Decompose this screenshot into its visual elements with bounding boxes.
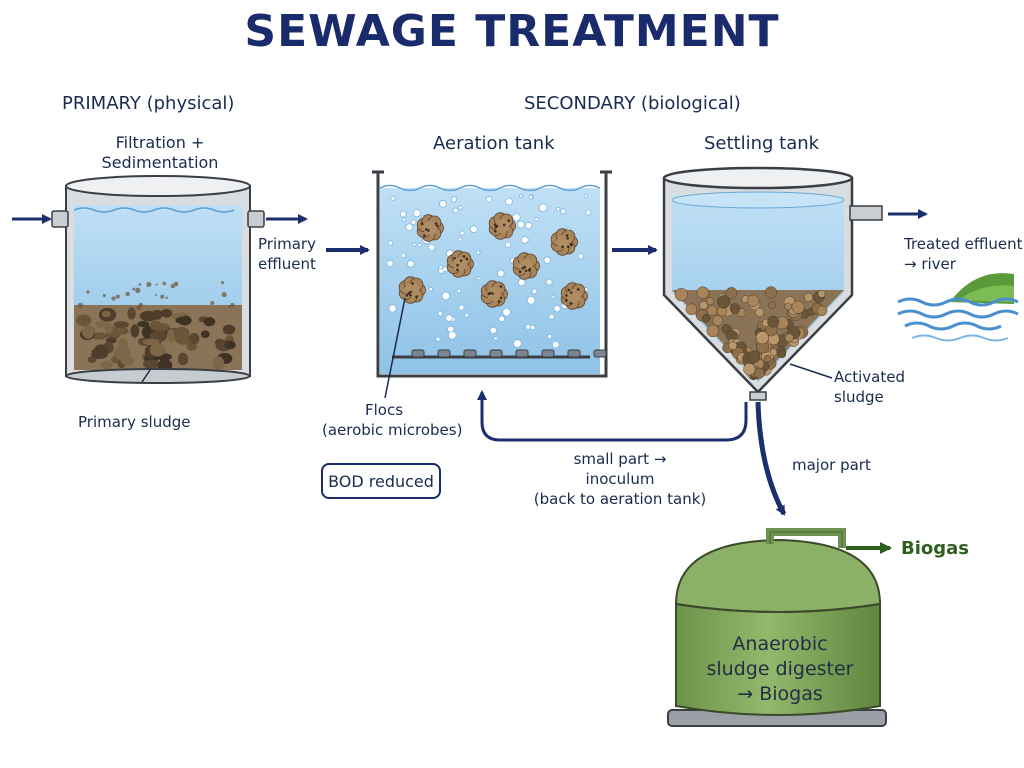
sludge-return-arrow — [477, 390, 748, 442]
primary-tank — [51, 175, 265, 384]
return-line2: inoculum — [585, 470, 655, 488]
digester-label: Anaerobic sludge digester → Biogas — [690, 632, 870, 707]
activated-sludge-particles — [674, 286, 828, 381]
primary-effluent-line1: Primary — [258, 235, 316, 253]
activated-sludge-label: Activated sludge — [834, 367, 905, 407]
flocs-label: Flocs (aerobic microbes) — [322, 400, 463, 440]
biogas-label: Biogas — [901, 538, 970, 559]
return-label: small part → inoculum (back to aeration … — [530, 449, 710, 509]
treated-effluent-line1: Treated effluent — [904, 235, 1023, 253]
activated-sludge-line2: sludge — [834, 388, 884, 406]
treated-effluent-line2: → river — [904, 255, 956, 273]
flocs-line2: (aerobic microbes) — [322, 421, 463, 439]
primary-section-label: PRIMARY (physical) — [62, 93, 235, 114]
return-line3: (back to aeration tank) — [533, 490, 707, 508]
primary-tank-label: Filtration + Sedimentation — [100, 133, 220, 173]
river — [897, 273, 1019, 342]
flocs-pointer — [384, 297, 406, 399]
aeration-tank-label: Aeration tank — [433, 133, 555, 154]
primary-effluent-label: Primary effluent — [258, 234, 316, 274]
bod-reduced-badge: BOD reduced — [321, 463, 441, 499]
digester-line2: sludge digester — [706, 658, 854, 680]
activated-sludge-pointer — [789, 363, 833, 379]
settling-tank-label: Settling tank — [704, 133, 820, 154]
treated-effluent-label: Treated effluent → river — [904, 234, 1022, 274]
major-part-arrow — [755, 401, 787, 516]
primary-tank-label-line2: Sedimentation — [101, 153, 219, 172]
digester-line1: Anaerobic — [732, 633, 828, 655]
flocs-line1: Flocs — [364, 401, 404, 419]
digester-line3: → Biogas — [737, 683, 823, 705]
secondary-section-label: SECONDARY (biological) — [524, 93, 741, 114]
major-part-label: major part — [792, 456, 871, 474]
activated-sludge-line1: Activated — [834, 368, 905, 386]
floc-clusters — [398, 212, 588, 310]
aeration-tank — [372, 170, 612, 378]
air-diffusers — [411, 349, 607, 358]
primary-sludge-pointer — [141, 369, 151, 383]
page-title: SEWAGE TREATMENT — [244, 6, 780, 57]
primary-tank-label-line1: Filtration + — [115, 133, 205, 152]
primary-effluent-line2: effluent — [258, 255, 316, 273]
primary-sludge-label: Primary sludge — [78, 413, 191, 431]
return-line1: small part → — [573, 450, 667, 468]
primary-sludge-particles — [76, 280, 236, 372]
sludge-digester — [667, 528, 887, 727]
settling-tank — [662, 166, 883, 401]
